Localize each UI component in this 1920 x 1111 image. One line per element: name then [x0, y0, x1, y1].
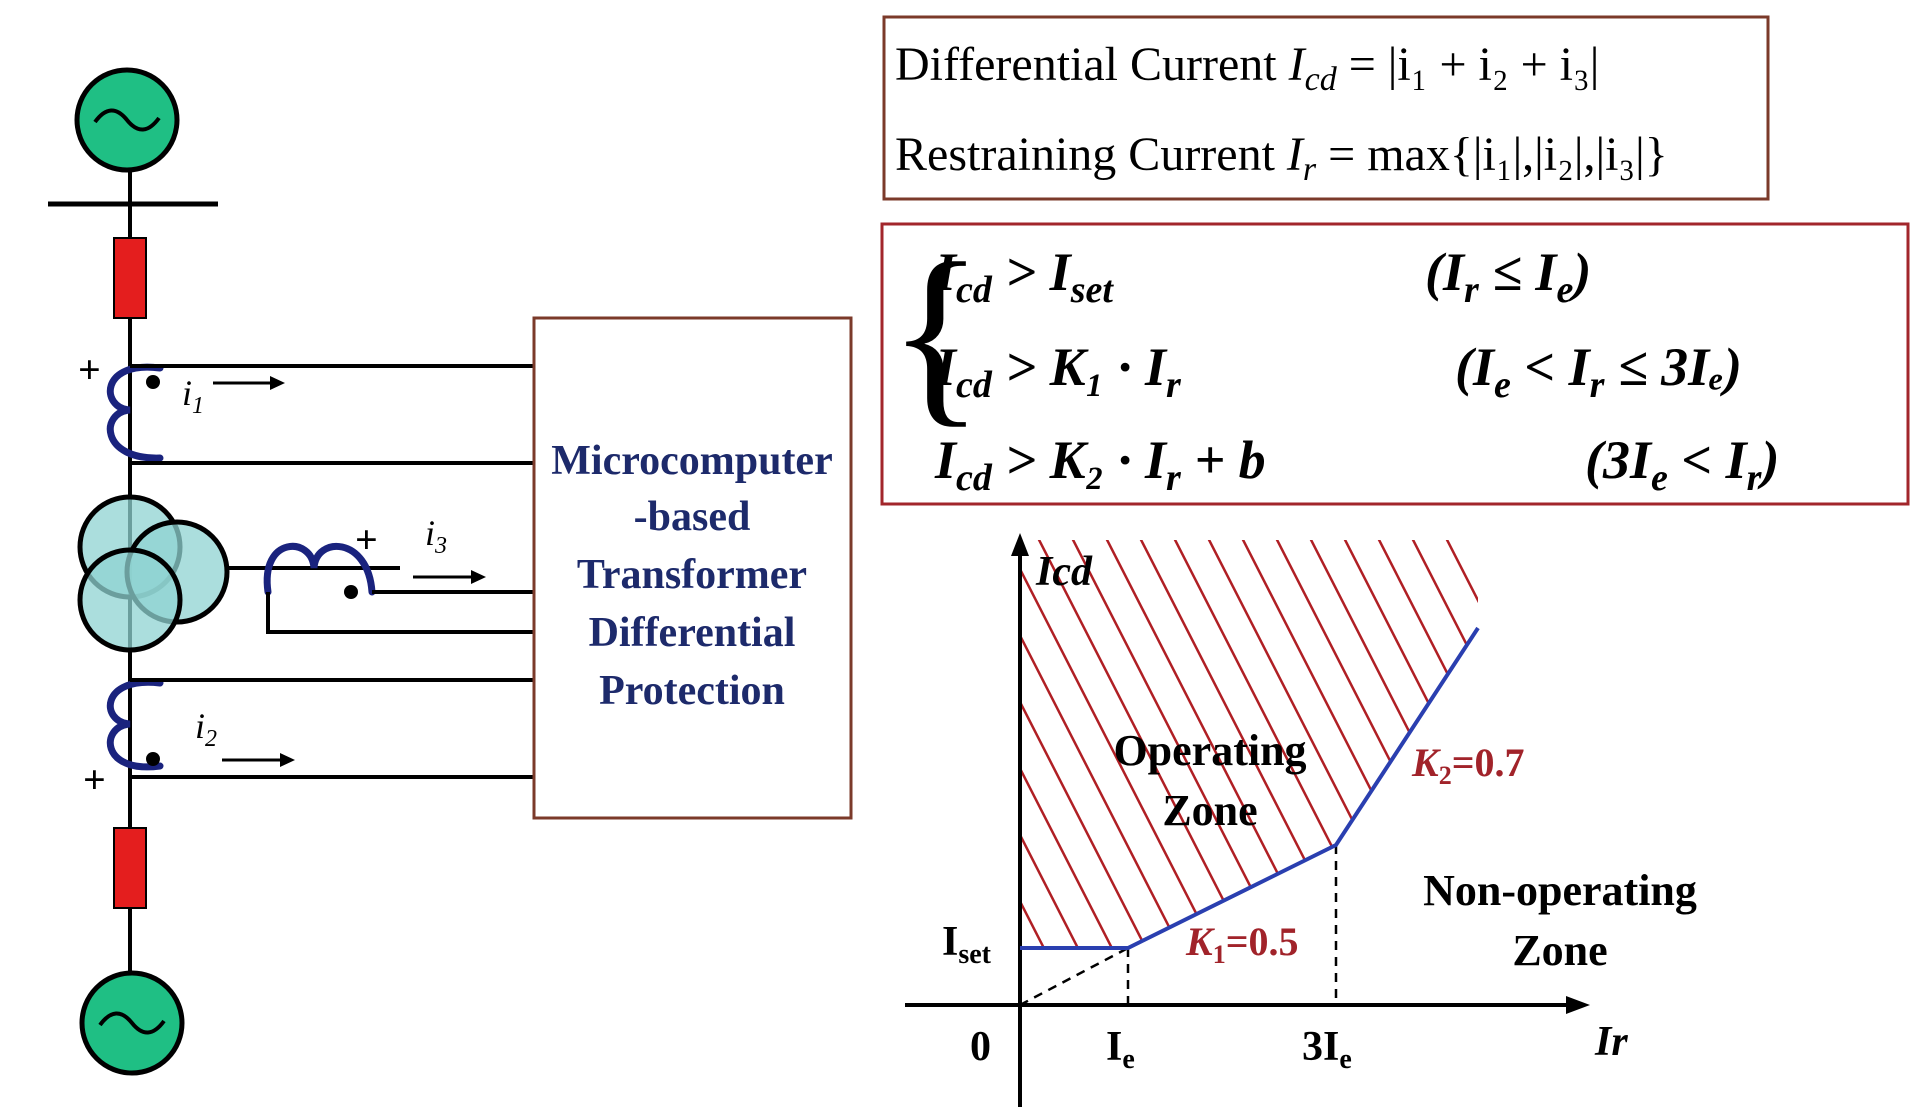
k1-label: K1=0.5 [1185, 919, 1298, 969]
i1-label: i1 [182, 373, 204, 419]
relay-line-4: Differential [589, 610, 796, 656]
x-axis-arrow [1566, 996, 1590, 1014]
definitions-box: Differential Current Icd = |i₁ + i₂ + i₃… [882, 15, 1770, 201]
ct2-polarity-dot [146, 752, 160, 766]
relay-line-3: Transformer [577, 552, 807, 598]
hatch-line [1816, 530, 1920, 960]
criteria-frame [880, 222, 1910, 506]
upper-breaker [113, 237, 147, 319]
ct3-polarity-dot [344, 585, 358, 599]
operating-zone-label-2: Zone [1162, 786, 1257, 835]
criterion-2-condition: (Ie < Ir ≤ 3Iₑ) [1455, 337, 1742, 406]
origin-label: 0 [970, 1024, 991, 1070]
i2-label: i2 [195, 706, 217, 752]
ct2-plus: + [83, 757, 106, 802]
hatch-line [1032, 540, 1256, 948]
operating-zone-hatch [796, 530, 1920, 960]
differential-current-def: Differential Current Icd = |i₁ + i₂ + i₃… [895, 38, 1599, 98]
hatch-line [1372, 540, 1478, 948]
non-operating-zone-label-2: Zone [1512, 926, 1607, 975]
criterion-1-condition: (Ir ≤ Ie) [1425, 242, 1591, 311]
hatch-line [1020, 540, 1052, 948]
x-axis-label: Ir [1594, 1019, 1628, 1065]
relay-line-1: Microcomputer [551, 438, 832, 484]
non-operating-zone-label-1: Non-operating [1423, 866, 1697, 915]
relay-line-2: -based [634, 494, 751, 540]
hatch-line [1782, 530, 1920, 960]
criterion-1: Icd > Iset [934, 242, 1114, 311]
iset-label: Iset [942, 919, 992, 970]
definitions-frame [882, 15, 1770, 201]
hatch-line [1680, 530, 1900, 960]
k2-label: K2=0.7 [1411, 740, 1524, 790]
hatch-line [1406, 540, 1478, 948]
ct3-lead-b [266, 592, 534, 634]
restraining-current-def: Restraining Current Ir = max{|i₁|,|i₂|,|… [895, 128, 1668, 188]
operating-zone-label-1: Operating [1113, 726, 1306, 775]
ac-wave-icon [98, 1011, 166, 1035]
lower-breaker [113, 827, 147, 909]
hatch-line [1020, 540, 1222, 948]
3ie-label: 3Ie [1302, 1024, 1352, 1075]
restraint-curve [1020, 626, 1480, 950]
hatch-line [1020, 540, 1086, 948]
hatch-line [1020, 540, 1154, 948]
ct1-coil [106, 363, 164, 462]
hatch-line [1020, 540, 1120, 948]
criterion-2: Icd > K₁ · Ir [934, 337, 1182, 406]
y-axis-arrow [1011, 533, 1029, 556]
i3-label: i3 [425, 513, 447, 559]
origin-guide [1019, 946, 1129, 1007]
ct1-polarity-dot [146, 375, 160, 389]
ie-label: Ie [1106, 1024, 1135, 1075]
criterion-3-condition: (3Ie < Ir) [1585, 430, 1779, 499]
hatch-line [796, 530, 1016, 960]
i1-arrow-head [270, 376, 285, 390]
ct2-coil [106, 678, 164, 771]
hatch-line [1748, 530, 1920, 960]
y-axis-label: Icd [1035, 549, 1093, 595]
relay-box [532, 316, 853, 820]
i2-arrow-head [280, 753, 295, 767]
characteristic-chart: Icd Ir 0 Iset Ie 3Ie Operating Zone Non-… [796, 530, 1920, 1107]
transformer-winding [77, 547, 183, 653]
criteria-brace: { [888, 223, 984, 444]
relay-line-5: Protection [599, 668, 785, 714]
criterion-3: Icd > K₂ · Ir + b [934, 430, 1266, 499]
hatch-line [1850, 530, 1920, 960]
ct3-plus: + [355, 517, 378, 562]
hatch-line [1714, 530, 1920, 960]
ct3-coil [263, 542, 376, 596]
ac-wave-icon [93, 108, 161, 132]
ct1-plus: + [78, 347, 101, 392]
i3-arrow-head [471, 570, 486, 584]
hatch-line [1020, 540, 1188, 948]
circuit: + i1 + i2 + i3 Microcomputer -based Tran… [48, 67, 853, 1076]
criteria-box: { Icd > Iset (Ir ≤ Ie) Icd > K₁ · Ir (Ie… [880, 222, 1910, 506]
